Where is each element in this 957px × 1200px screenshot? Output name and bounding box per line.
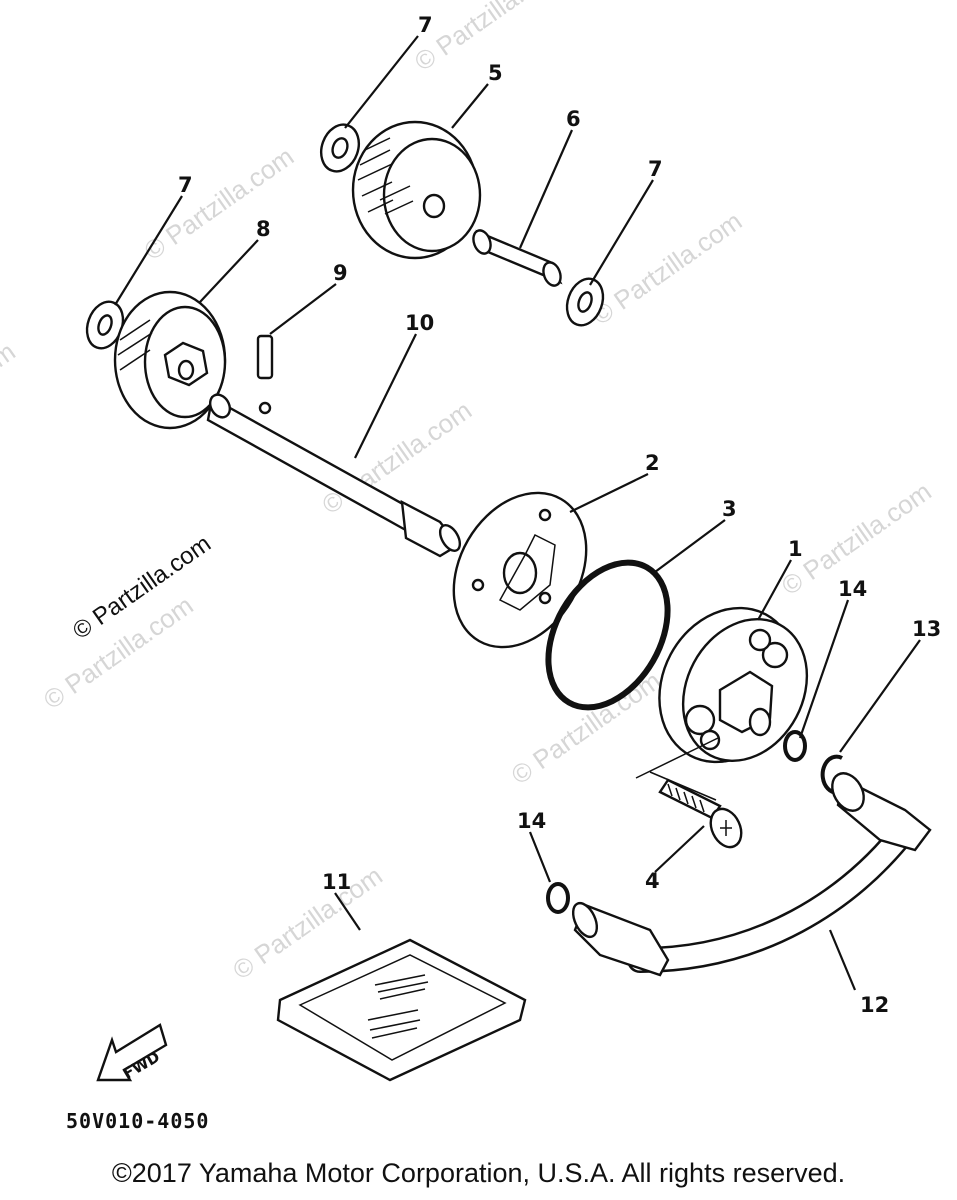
key-9	[256, 334, 274, 380]
callout-7-right: 7	[648, 157, 663, 181]
gear-5	[351, 120, 482, 260]
copyright-notice: ©2017 Yamaha Motor Corporation, U.S.A. A…	[111, 1158, 846, 1188]
callout-10: 10	[405, 311, 434, 335]
callout-1: 1	[788, 537, 803, 561]
callout-9: 9	[333, 261, 348, 285]
alignment-line	[635, 737, 719, 801]
screw-4	[658, 778, 743, 849]
leader-lines	[114, 35, 921, 991]
callout-7-left: 7	[178, 173, 193, 197]
o-ring-14-upper	[783, 730, 807, 762]
washer-7-right	[565, 277, 605, 327]
callout-14-upper: 14	[838, 577, 867, 601]
callout-4: 4	[645, 869, 660, 893]
o-ring-3	[545, 559, 671, 711]
watermark: © Partzilla.com	[139, 141, 300, 266]
watermark-layer: © Partzilla.com © Partzilla.com © Partzi…	[0, 0, 937, 985]
shaft-10	[206, 393, 462, 558]
pin-6	[472, 229, 563, 287]
callout-13: 13	[912, 617, 941, 641]
washer-7-top	[319, 123, 361, 173]
callout-labels: 7 5 6 7 7 8 9 10 2 3 1 14 13 4 14 11 12	[178, 13, 941, 1017]
watermark: © Partzilla.com	[0, 336, 21, 461]
callout-5: 5	[488, 61, 503, 85]
watermark: © Partzilla.com	[506, 665, 667, 790]
strainer-11	[276, 938, 527, 1082]
diagram-code: 50V010-4050	[66, 1109, 209, 1133]
callout-7-top: 7	[418, 13, 433, 37]
callout-12: 12	[860, 993, 889, 1017]
callout-8: 8	[256, 217, 271, 241]
housing-1	[658, 606, 809, 764]
forward-arrow: FWD	[96, 1023, 168, 1083]
pipe-12	[571, 772, 932, 977]
callout-11: 11	[322, 870, 351, 894]
callout-14-lower: 14	[517, 809, 546, 833]
plate-2	[452, 491, 588, 649]
gear-8	[113, 290, 227, 430]
washer-7-left	[85, 300, 125, 350]
o-ring-14-lower	[546, 882, 570, 914]
callout-2: 2	[645, 451, 660, 475]
callout-3: 3	[722, 497, 737, 521]
watermark: © Partzilla.com	[587, 206, 748, 331]
callout-6: 6	[566, 107, 581, 131]
